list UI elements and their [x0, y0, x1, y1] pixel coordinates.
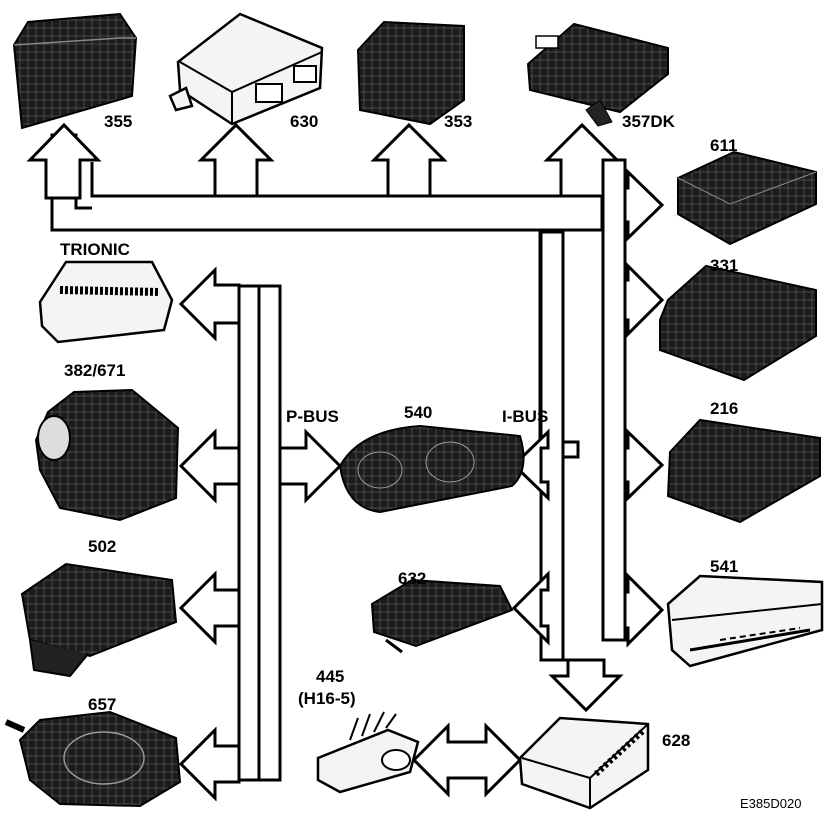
label-630: 630: [290, 112, 318, 131]
top-arrow-353: [370, 122, 448, 198]
label-353: 353: [444, 112, 472, 131]
top-arrow-630: [197, 122, 275, 198]
ibus-arrow-628: [548, 658, 624, 713]
figure-id: E385D020: [740, 796, 801, 811]
right-bus-trunk: [601, 158, 627, 642]
module-trionic: [38, 260, 174, 344]
module-445-connector: [316, 711, 420, 794]
module-540: [338, 424, 525, 514]
pbus-arrow-382: [178, 428, 241, 504]
label-355: 355: [104, 112, 132, 131]
label-541: 541: [710, 557, 738, 576]
pbus-arrow-657: [178, 726, 241, 802]
module-382-671: [34, 388, 180, 522]
label-331: 331: [710, 256, 738, 275]
module-628: [518, 716, 650, 810]
label-trionic: TRIONIC: [60, 240, 130, 259]
pbus-arrow-502: [178, 570, 241, 646]
module-355: [12, 12, 138, 130]
label-p-bus: P-BUS: [286, 407, 339, 426]
label-216: 216: [710, 399, 738, 418]
label-445: 445: [316, 667, 344, 686]
pbus-arrow-trionic: [178, 266, 241, 342]
label-382-671: 382/671: [64, 361, 125, 380]
module-216: [666, 418, 821, 524]
right-arrow-331: [623, 262, 665, 338]
top-arrow-355: [26, 122, 102, 200]
module-632: [370, 578, 514, 654]
top-bus-connector: [90, 158, 604, 232]
label-611: 611: [710, 136, 737, 155]
pbus-arrow-540: [278, 428, 343, 504]
module-357dk: [526, 22, 669, 127]
module-611: [677, 150, 817, 246]
right-arrow-541: [623, 572, 665, 648]
module-502: [20, 562, 178, 678]
module-630: [168, 12, 324, 126]
ibus-arrow-632: [511, 570, 550, 646]
label-i-bus: I-BUS: [502, 407, 548, 426]
label-657: 657: [88, 695, 116, 714]
label-540: 540: [404, 403, 432, 422]
label-502: 502: [88, 537, 116, 556]
label-357dk: 357DK: [622, 112, 676, 131]
module-331: [659, 264, 817, 382]
right-arrow-216: [623, 428, 665, 502]
label-632: 632: [398, 569, 426, 588]
right-arrow-611: [623, 168, 665, 242]
ibus-arrow-540: [511, 428, 550, 502]
module-353: [356, 20, 465, 126]
label-628: 628: [662, 731, 690, 750]
label-445-sub: (H16-5): [298, 689, 356, 708]
module-541: [666, 574, 824, 668]
module-657: [4, 710, 182, 808]
diag-double-arrow: [411, 722, 523, 798]
